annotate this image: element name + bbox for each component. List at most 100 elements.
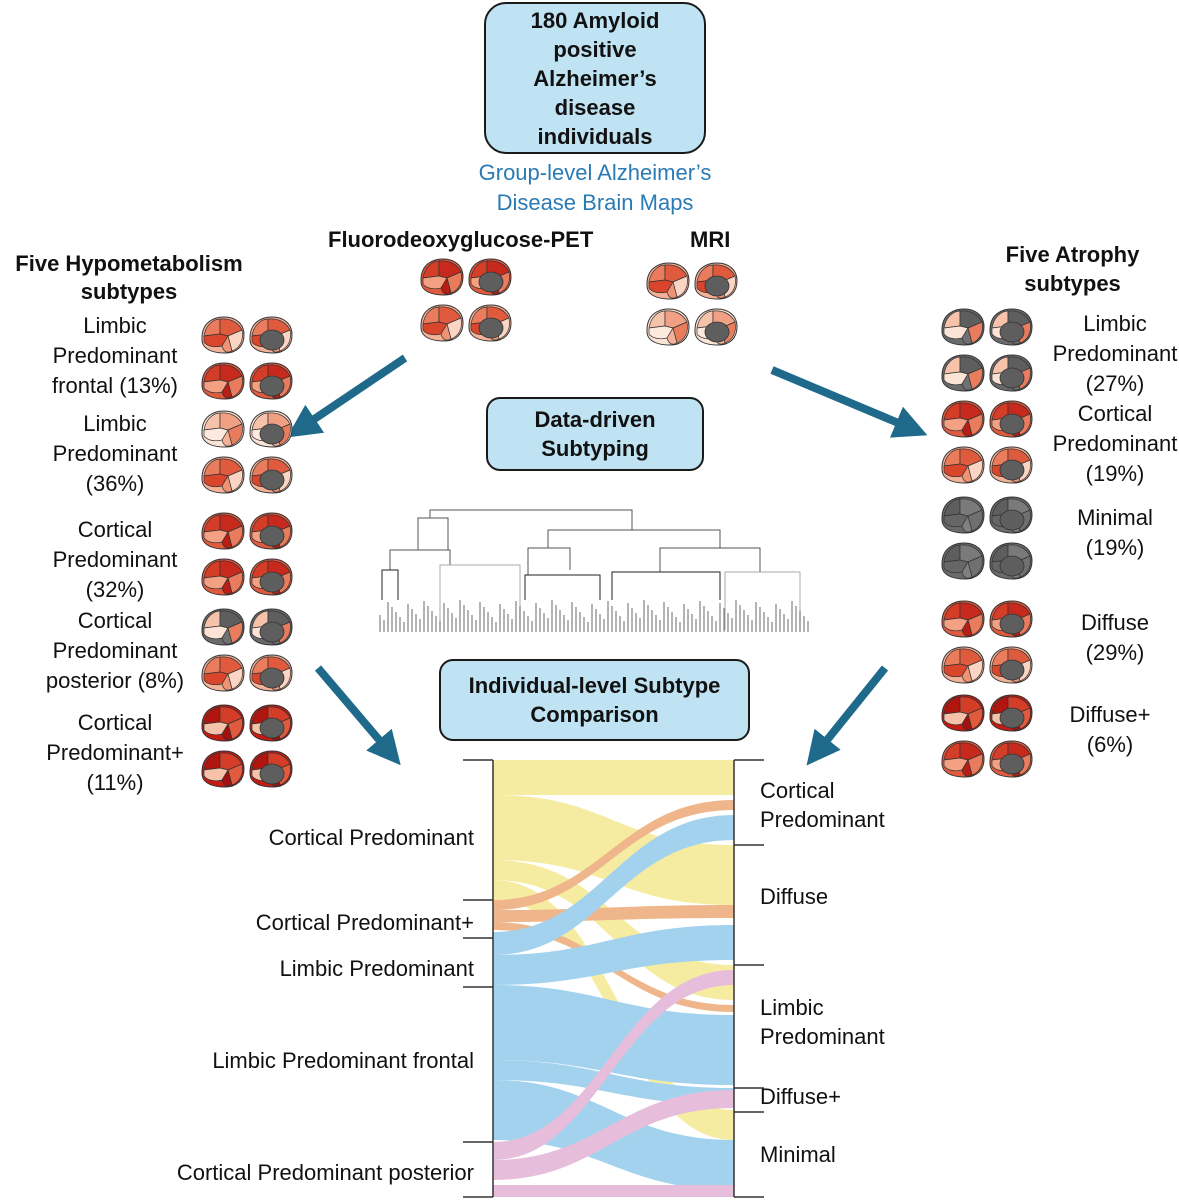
cohort-line-3: Alzheimer’s: [533, 65, 657, 91]
hypo-subtype-4: Cortical Predominant posterior (8%): [35, 606, 195, 696]
hypo-subtype-2-line-3: (36%): [85, 471, 145, 496]
atrophy-brain-5-lateral-top: [941, 694, 985, 732]
sankey-left-limbic-predominant: Limbic Predominant: [279, 956, 474, 981]
sankey-left-cortical-predominant: Cortical Predominant: [268, 825, 474, 850]
sankey-right-diffuse: Diffuse: [760, 884, 829, 909]
hypo-brain-2-medial-top: [249, 410, 293, 448]
hypo-brain-2-lateral-bottom: [201, 456, 245, 494]
group-maps-label: Group-level Alzheimer’s Disease Brain Ma…: [440, 158, 750, 218]
atrophy-header-line-2: subtypes: [1024, 271, 1121, 296]
hypo-brain-1-medial-bottom: [249, 362, 293, 400]
cohort-line-2: positive: [553, 36, 637, 62]
atrophy-brain-2-medial-bottom: [989, 446, 1033, 484]
sankey-left-cortical-predominant-plus: Cortical Predominant+: [255, 910, 474, 935]
atrophy-subtype-5-line-2: (6%): [1086, 732, 1134, 757]
flow-blue-diffuse-plus: [493, 1060, 734, 1105]
atrophy-brain-2-lateral-bottom: [941, 446, 985, 484]
atrophy-subtype-5-line-1: Diffuse+: [1069, 702, 1151, 727]
cohort-line-1: 180 Amyloid: [530, 7, 660, 33]
hypometabolism-header: Five Hypometabolism subtypes: [0, 250, 258, 306]
hypo-subtype-3: Cortical Predominant (32%): [40, 515, 190, 605]
sankey-right-minimal: Minimal: [760, 1142, 836, 1167]
subtyping-box: Data-driven Subtyping: [486, 397, 704, 471]
hypo-brain-2-lateral-top: [201, 410, 245, 448]
sankey-axes: [463, 759, 764, 1198]
hypo-brain-1-lateral-bottom: [201, 362, 245, 400]
hypo-brain-1-lateral-top: [201, 316, 245, 354]
atrophy-header-line-1: Five Atrophy: [1005, 242, 1140, 267]
hypo-subtype-2: Limbic Predominant (36%): [40, 409, 190, 499]
flow-yellow-top: [493, 760, 734, 795]
pet-brain-lateral-top: [420, 258, 464, 296]
atrophy-subtype-4-line-1: Diffuse: [1080, 610, 1150, 635]
sankey-left-limbic-predominant-frontal: Limbic Predominant frontal: [212, 1048, 474, 1073]
hypo-subtype-2-line-2: Predominant: [52, 441, 178, 466]
comparison-box: Individual-level Subtype Comparison: [439, 659, 750, 741]
flow-orange-cortical: [493, 800, 734, 910]
hypo-subtype-5-line-2: Predominant+: [46, 740, 184, 765]
subtyping-line-1: Data-driven: [534, 407, 656, 432]
mri-brain-medial-top: [694, 262, 738, 300]
hypo-subtype-3-line-1: Cortical: [77, 517, 153, 542]
hypo-subtype-1-line-2: Predominant: [52, 343, 178, 368]
atrophy-subtype-1-line-2: Predominant: [1052, 341, 1178, 366]
hypo-subtype-5: Cortical Predominant+ (11%): [35, 708, 195, 798]
sankey-right-limbic-line-2: Predominant: [760, 1024, 885, 1049]
hypo-brain-3-medial-top: [249, 512, 293, 550]
group-maps-line-2: Disease Brain Maps: [496, 190, 694, 215]
cohort-line-4: disease: [554, 94, 636, 120]
atrophy-subtype-1: Limbic Predominant (27%): [1050, 309, 1179, 399]
hypometabolism-header-line-1: Five Hypometabolism: [15, 251, 243, 276]
atrophy-brain-4-medial-top: [989, 600, 1033, 638]
atrophy-subtype-4-line-2: (29%): [1085, 640, 1145, 665]
hypo-brain-4-lateral-top: [201, 608, 245, 646]
atrophy-subtype-5: Diffuse+ (6%): [1040, 700, 1179, 760]
hypometabolism-header-line-2: subtypes: [80, 279, 178, 304]
atrophy-subtype-3-line-1: Minimal: [1077, 505, 1153, 530]
arrow-hypometabolism-to-comparison: [314, 665, 401, 766]
comparison-line-2: Comparison: [530, 702, 659, 727]
hypo-brain-5-lateral-bottom: [201, 750, 245, 788]
pet-brain-medial-top: [468, 258, 512, 296]
atrophy-brain-4-medial-bottom: [989, 646, 1033, 684]
atrophy-brain-1-medial-top: [989, 308, 1033, 346]
sankey-right-limbic-predominant: Limbic Predominant: [760, 993, 885, 1051]
hypo-brain-3-medial-bottom: [249, 558, 293, 596]
atrophy-subtype-3: Minimal (19%): [1050, 503, 1179, 563]
arrow-pet-to-hypometabolism: [286, 354, 408, 438]
atrophy-subtype-1-line-3: (27%): [1085, 371, 1145, 396]
sankey-right-cortical-line-2: Predominant: [760, 807, 885, 832]
pet-brain-medial-bottom: [468, 304, 512, 342]
atrophy-brain-1-medial-bottom: [989, 354, 1033, 392]
mri-brain-lateral-top: [646, 262, 690, 300]
hypo-subtype-5-line-1: Cortical: [77, 710, 153, 735]
hypo-brain-3-lateral-top: [201, 512, 245, 550]
hypo-subtype-4-line-1: Cortical: [77, 608, 153, 633]
sankey-right-diffuse-plus: Diffuse+: [760, 1084, 841, 1109]
hypo-subtype-3-line-2: Predominant: [52, 547, 178, 572]
atrophy-subtype-3-line-2: (19%): [1085, 535, 1145, 560]
hypo-brain-4-medial-bottom: [249, 654, 293, 692]
cohort-line-5: individuals: [537, 123, 653, 149]
atrophy-brain-3-medial-bottom: [989, 542, 1033, 580]
flow-blue-limbic: [493, 985, 734, 1085]
atrophy-header: Five Atrophy subtypes: [975, 240, 1170, 298]
flow-yellow-limbic: [493, 860, 734, 1000]
hypo-subtype-2-line-1: Limbic: [83, 411, 147, 436]
hypo-brain-2-medial-bottom: [249, 456, 293, 494]
hypo-subtype-3-line-3: (32%): [85, 577, 145, 602]
mri-brain-lateral-bottom: [646, 308, 690, 346]
atrophy-brain-1-lateral-bottom: [941, 354, 985, 392]
arrow-mri-to-atrophy: [770, 366, 928, 438]
atrophy-brain-1-lateral-top: [941, 308, 985, 346]
flow-blue-cortical: [493, 815, 734, 955]
sankey-flows: [493, 760, 734, 1197]
hypo-brain-4-lateral-bottom: [201, 654, 245, 692]
atrophy-brain-4-lateral-top: [941, 600, 985, 638]
flow-blue-diffuse: [493, 925, 734, 985]
hypo-subtype-5-line-3: (11%): [86, 770, 144, 795]
hypo-subtype-1: Limbic Predominant frontal (13%): [40, 311, 190, 401]
hypo-subtype-4-line-2: Predominant: [52, 638, 178, 663]
atrophy-subtype-1-line-1: Limbic: [1083, 311, 1147, 336]
